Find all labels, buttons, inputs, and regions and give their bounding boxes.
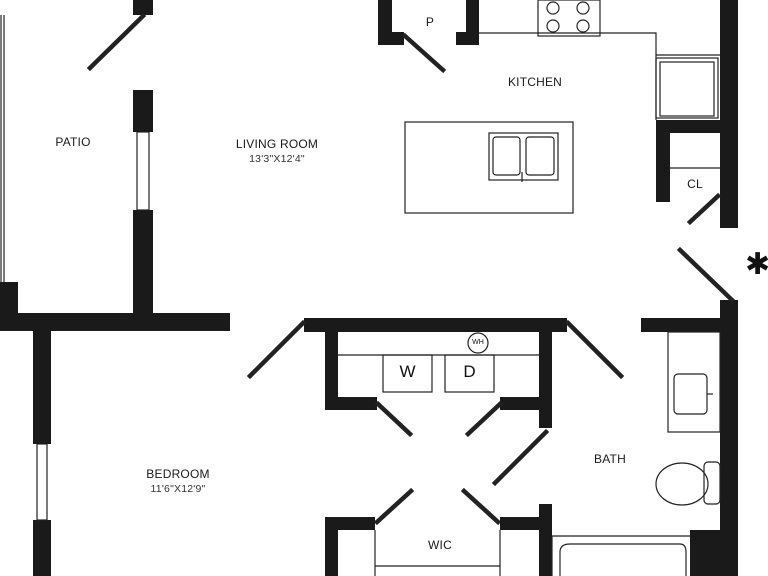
kitchen-counter bbox=[479, 32, 720, 56]
range bbox=[537, 0, 601, 37]
bedroom-door-leaf bbox=[246, 319, 307, 380]
bathtub bbox=[551, 535, 690, 576]
bedroom-window bbox=[36, 443, 48, 521]
walls bbox=[0, 0, 738, 576]
wall-right-upper bbox=[720, 0, 738, 228]
room-dimensions: 13'3"X12'4" bbox=[249, 153, 305, 165]
water-heater-label: WH bbox=[472, 339, 484, 346]
entry-door-leaf bbox=[676, 246, 736, 304]
wall-right-lower bbox=[720, 300, 738, 576]
wall-laundry-bottom-right bbox=[500, 397, 552, 410]
wall-laundry-bottom-left bbox=[325, 397, 377, 410]
patio-door-leaf bbox=[86, 12, 147, 72]
room-name: LIVING ROOM bbox=[235, 137, 319, 151]
wall-bath-top bbox=[641, 318, 738, 332]
room-label-kitchen: KITCHEN bbox=[500, 75, 570, 89]
room-label-closet: CL bbox=[682, 177, 708, 191]
wall-pantry-left-foot bbox=[378, 32, 404, 45]
wall-bath-corner-block bbox=[690, 530, 738, 576]
room-label-bath: BATH bbox=[588, 452, 632, 466]
dryer bbox=[444, 354, 495, 393]
laundry-door-right bbox=[464, 400, 504, 438]
washer-label: W bbox=[399, 362, 416, 381]
room-dimensions: 11'6"X12'9" bbox=[150, 483, 206, 495]
bath-door-leaf bbox=[564, 319, 625, 380]
bath-inner-door bbox=[491, 428, 550, 487]
bathtub-inner bbox=[559, 543, 687, 576]
refrigerator-inner bbox=[659, 61, 715, 117]
burner-4 bbox=[576, 19, 590, 33]
room-label-wic: WIC bbox=[420, 538, 460, 552]
wall-closet-top bbox=[656, 120, 738, 133]
wall-patio-right-upper bbox=[133, 90, 153, 132]
water-heater bbox=[467, 332, 489, 354]
pantry-door-leaf bbox=[401, 32, 447, 74]
sink-right bbox=[525, 136, 555, 176]
room-label-patio: PATIO bbox=[40, 135, 106, 149]
wall-wic-left bbox=[325, 517, 338, 576]
bath-sink bbox=[673, 373, 708, 415]
entry-asterisk-icon: ✱ bbox=[745, 247, 768, 282]
kitchen-island bbox=[404, 121, 574, 214]
patio-door-frame bbox=[136, 131, 150, 211]
wall-pantry-right-foot bbox=[456, 32, 479, 45]
wall-laundry-top bbox=[304, 318, 567, 332]
room-label-bedroom: BEDROOM 11'6"X12'9" bbox=[128, 467, 228, 495]
wall-top-stub bbox=[133, 0, 153, 15]
toilet-bowl bbox=[655, 462, 709, 506]
outlines bbox=[0, 0, 721, 576]
door-leaves bbox=[86, 12, 736, 526]
room-name: WIC bbox=[428, 538, 452, 552]
room-name: CL bbox=[687, 177, 703, 191]
washer bbox=[382, 354, 433, 393]
wall-bedroom-left-upper bbox=[33, 322, 51, 444]
laundry-door-left bbox=[374, 400, 414, 438]
closet-door-leaf bbox=[686, 192, 722, 226]
wall-patio-left-stub bbox=[0, 282, 18, 322]
room-name: BATH bbox=[594, 452, 626, 466]
wic-door-left bbox=[373, 487, 415, 526]
wall-bedroom-left-lower bbox=[33, 520, 51, 576]
toilet-tank bbox=[703, 461, 721, 505]
sink-left bbox=[492, 136, 521, 176]
refrigerator bbox=[655, 57, 719, 119]
wic-door-right bbox=[460, 487, 502, 526]
sink-basin bbox=[488, 132, 559, 181]
dryer-label: D bbox=[463, 362, 476, 381]
room-name: BEDROOM bbox=[146, 467, 210, 481]
wall-patio-bottom bbox=[0, 313, 230, 331]
wall-patio-right-lower bbox=[133, 210, 153, 320]
burner-2 bbox=[576, 1, 590, 15]
room-name: KITCHEN bbox=[507, 75, 563, 89]
bath-vanity bbox=[667, 331, 721, 433]
burner-3 bbox=[546, 19, 560, 33]
room-name: PATIO bbox=[55, 135, 91, 149]
wall-wic-right bbox=[539, 504, 552, 576]
wall-closet-left bbox=[656, 120, 670, 202]
burner-1 bbox=[546, 1, 560, 15]
wall-laundry-right bbox=[539, 318, 552, 428]
room-label-pantry: P bbox=[420, 15, 440, 29]
wall-laundry-left bbox=[325, 318, 338, 410]
room-label-living-room: LIVING ROOM 13'3"X12'4" bbox=[225, 137, 329, 165]
room-name: P bbox=[425, 15, 435, 29]
